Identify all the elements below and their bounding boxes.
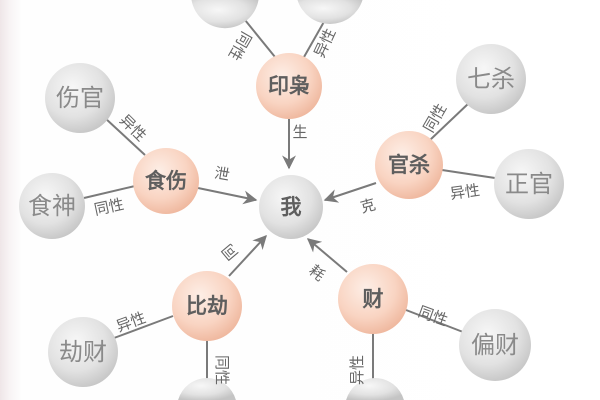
edge-label-ke: 克 xyxy=(358,195,377,216)
edge-label: 异性 xyxy=(114,308,148,335)
node-shishen: 食神 xyxy=(19,173,85,239)
node-label: 劫财 xyxy=(59,338,107,366)
node-partial-top-right xyxy=(297,0,363,25)
node-label: 财 xyxy=(363,287,384,311)
arrow-shishang-to-me xyxy=(197,187,258,205)
node-bijie: 比劫 xyxy=(172,271,242,341)
arrows xyxy=(197,119,377,277)
node-shangguan: 伤官 xyxy=(45,63,115,133)
edge-label-tong: 同 xyxy=(218,240,241,263)
edge-label: 异性 xyxy=(449,181,481,203)
arrow-bijie-to-me xyxy=(228,234,267,277)
edge-label-xie: 泄 xyxy=(213,164,231,184)
node-label: 比劫 xyxy=(186,294,228,318)
node-label: 食神 xyxy=(28,192,76,220)
node-piancai: 偏财 xyxy=(459,309,531,381)
edge-label-sheng: 生 xyxy=(292,123,307,141)
edge-label: 异性 xyxy=(348,355,366,385)
edge-label: 同性 xyxy=(225,29,256,64)
node-label: 食伤 xyxy=(145,169,187,193)
edge-label-hao: 耗 xyxy=(305,261,328,284)
node-jiecai: 劫财 xyxy=(48,317,118,387)
node-partial-top-left xyxy=(191,0,259,29)
node-shishang: 食伤 xyxy=(133,148,199,214)
node-label: 七杀 xyxy=(467,65,515,93)
edge-label: 同性 xyxy=(92,195,125,219)
node-partial-bottom-left xyxy=(178,378,236,400)
node-center-me: 我 xyxy=(259,175,323,239)
node-label: 伤官 xyxy=(56,84,104,112)
node-label: 印枭 xyxy=(268,74,310,98)
edge-label: 同性 xyxy=(213,355,231,385)
edge-label: 同性 xyxy=(416,302,450,329)
node-zhengguan: 正官 xyxy=(494,149,564,219)
edge-label: 同性 xyxy=(420,101,451,136)
node-yin: 印枭 xyxy=(256,53,322,119)
node-label: 我 xyxy=(281,195,302,219)
arrow-cai-to-me xyxy=(306,238,348,273)
node-partial-bottom-right xyxy=(346,378,404,400)
arrow-guansha-to-me xyxy=(323,182,377,203)
node-qisha: 七杀 xyxy=(456,44,526,114)
edge-label: 异性 xyxy=(311,26,340,61)
edge-label: 异性 xyxy=(116,111,150,145)
node-guansha: 官杀 xyxy=(375,131,443,199)
connector-lines xyxy=(83,19,496,380)
node-label: 正官 xyxy=(505,170,553,198)
node-cai: 财 xyxy=(338,264,408,334)
node-label: 偏财 xyxy=(471,331,519,359)
node-label: 官杀 xyxy=(388,153,430,177)
